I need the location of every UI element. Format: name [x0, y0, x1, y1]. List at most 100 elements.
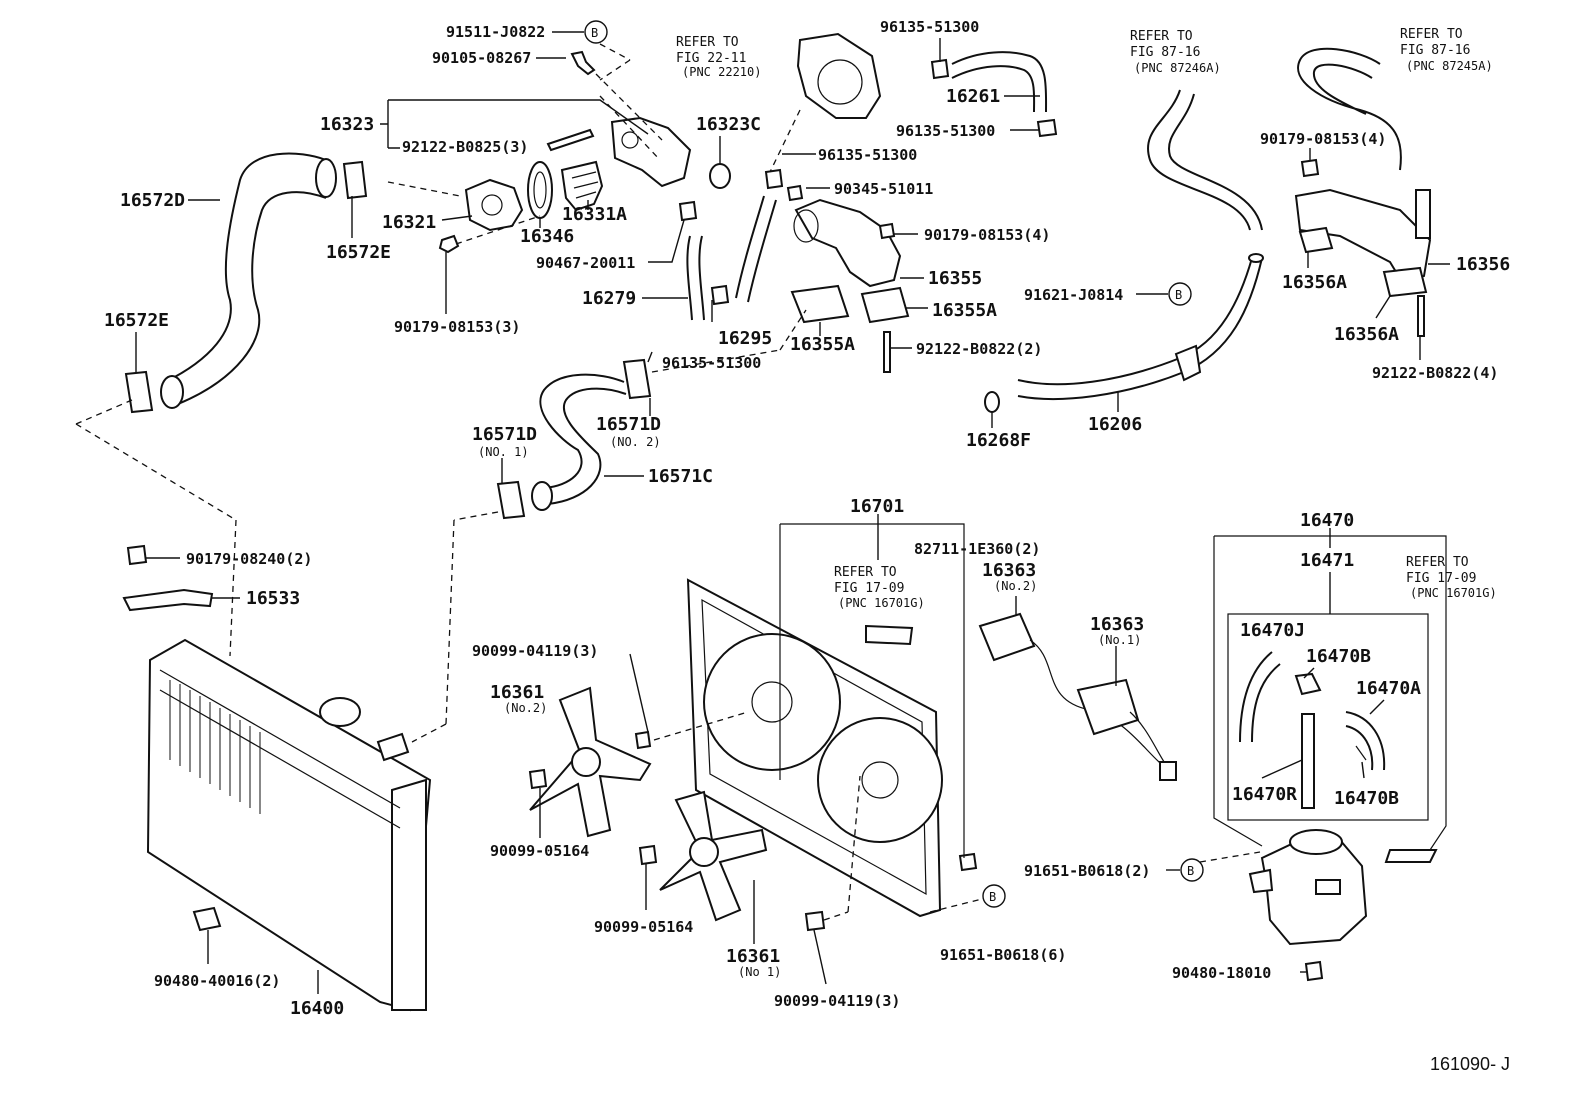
hose-16279	[686, 235, 705, 321]
label-90099-04119-b: 90099-04119(3)	[774, 992, 900, 1010]
svg-text:B: B	[591, 26, 598, 40]
leader-lines	[135, 31, 1450, 994]
lower-radiator-hose-group	[411, 309, 807, 743]
hose-16295	[735, 195, 777, 303]
label-90179-3: 90179-08153(3)	[394, 318, 520, 336]
svg-text:(No.2): (No.2)	[994, 579, 1037, 593]
label-16571d-no2: 16571D	[596, 414, 661, 435]
label-96135-a: 96135-51300	[880, 18, 979, 36]
svg-text:(No 1): (No 1)	[738, 965, 781, 979]
label-16355a-left: 16355A	[790, 334, 855, 355]
svg-text:(PNC 87245A): (PNC 87245A)	[1406, 59, 1493, 73]
radiator-cap	[319, 697, 361, 727]
label-plate-right	[1384, 849, 1438, 863]
label-16571d-no1: 16571D	[472, 424, 537, 445]
label-91651-b0618-6: 91651-B0618(6)	[940, 946, 1066, 964]
label-16701: 16701	[850, 496, 904, 517]
label-16572e-top: 16572E	[326, 242, 391, 263]
heater-pipe-16206	[1017, 257, 1263, 400]
label-92122-b0822-4: 92122-B0822(4)	[1372, 364, 1498, 382]
label-16356a-b: 16356A	[1334, 324, 1399, 345]
label-16346: 16346	[520, 226, 574, 247]
nut-90099-05164-b	[638, 844, 658, 866]
clamp-16571d-no1	[496, 480, 526, 520]
label-16363-no1: 16363	[1090, 614, 1144, 635]
label-90480-40016: 90480-40016(2)	[154, 972, 280, 990]
radiator-bracket-16533	[122, 588, 214, 612]
stud-92122-b0822-4	[1417, 295, 1425, 337]
lower-radiator-hose	[539, 373, 627, 505]
label-16321: 16321	[382, 212, 436, 233]
label-16470b-top: 16470B	[1306, 646, 1371, 667]
heater-hose-ref-2	[1297, 47, 1402, 171]
svg-text:B: B	[1187, 864, 1194, 878]
hose-16261-group	[930, 51, 1058, 138]
fan-motor-no2	[978, 612, 1036, 662]
upper-radiator-hose-group	[124, 152, 368, 414]
upper-radiator-hose	[164, 152, 327, 405]
label-16356a-a: 16356A	[1282, 272, 1347, 293]
label-16470: 16470	[1300, 510, 1354, 531]
label-91621: 91621-J0814	[1024, 286, 1123, 304]
label-16323: 16323	[320, 114, 374, 135]
svg-text:B: B	[989, 890, 996, 904]
svg-text:REFER TO: REFER TO	[676, 35, 739, 50]
svg-text:REFER TO: REFER TO	[1130, 29, 1193, 44]
label-16361-no2: 16361	[490, 682, 544, 703]
label-16363-no2: 16363	[982, 560, 1036, 581]
label-16572e-left: 16572E	[104, 310, 169, 331]
nut-90179-08153-3	[438, 234, 460, 254]
label-90179-08240: 90179-08240(2)	[186, 550, 312, 568]
stud-bolt-92122-b0825	[546, 128, 595, 152]
hose-clamp-16572e-top	[342, 160, 368, 200]
water-bypass-pipe-group	[786, 184, 910, 373]
label-16470a: 16470A	[1356, 678, 1421, 699]
part-labels: 91511-J0822 90105-08267 16323 92122-B082…	[104, 18, 1510, 1074]
cap-16470b-top	[1294, 672, 1322, 696]
label-16471: 16471	[1300, 550, 1354, 571]
label-90467: 90467-20011	[536, 254, 635, 272]
radiator-group	[75, 399, 432, 1012]
clamp-96135-b	[710, 284, 730, 306]
label-16279: 16279	[582, 288, 636, 309]
radiator-outlet	[376, 732, 410, 762]
bypass-pipe-16355	[794, 198, 902, 288]
label-16470j: 16470J	[1240, 620, 1305, 641]
svg-text:FIG 87-16: FIG 87-16	[1130, 45, 1200, 60]
nut-90099-05164-a	[528, 768, 548, 790]
label-16361-no1: 16361	[726, 946, 780, 967]
svg-text:FIG 17-09: FIG 17-09	[1406, 571, 1476, 586]
clamp-16571d-no2	[622, 358, 652, 400]
water-pipe-16356-group	[1294, 158, 1432, 337]
label-90345: 90345-51011	[834, 180, 933, 198]
nut-90179-08153-4b	[1300, 158, 1320, 178]
label-96135-b: 96135-51300	[896, 122, 995, 140]
pipe-bracket	[1174, 344, 1202, 382]
clamp-96135-c	[930, 58, 950, 80]
label-16355: 16355	[928, 268, 982, 289]
svg-text:REFER TO: REFER TO	[1406, 555, 1469, 570]
tube-16470r	[1301, 713, 1315, 809]
label-90099-05164-b: 90099-05164	[594, 918, 693, 936]
heater-hose-ref-1	[1147, 89, 1263, 231]
label-16356: 16356	[1456, 254, 1510, 275]
svg-text:FIG 87-16: FIG 87-16	[1400, 43, 1470, 58]
svg-text:(PNC 16701G): (PNC 16701G)	[1410, 586, 1497, 600]
label-96135-c: 96135-51300	[818, 146, 917, 164]
reservoir-parts-box	[1227, 613, 1429, 821]
screw-90099-04119-b	[804, 910, 826, 932]
fan-shroud-group	[528, 578, 1177, 932]
label-16571c: 16571C	[648, 466, 713, 487]
radiator-fins	[169, 680, 261, 814]
svg-text:REFER TO: REFER TO	[834, 565, 897, 580]
water-inlet-16321	[464, 178, 524, 232]
label-16331a: 16331A	[562, 204, 627, 225]
clip-90480-18010	[1304, 960, 1324, 982]
heater-pipe-group	[984, 47, 1402, 413]
label-16400: 16400	[290, 998, 344, 1019]
figure-code: 161090- J	[1430, 1054, 1510, 1074]
bolt-82711	[958, 852, 978, 872]
nut-90179-08153-4a	[878, 222, 896, 240]
fan-opening-right	[817, 717, 943, 843]
label-90480-18010: 90480-18010	[1172, 964, 1271, 982]
